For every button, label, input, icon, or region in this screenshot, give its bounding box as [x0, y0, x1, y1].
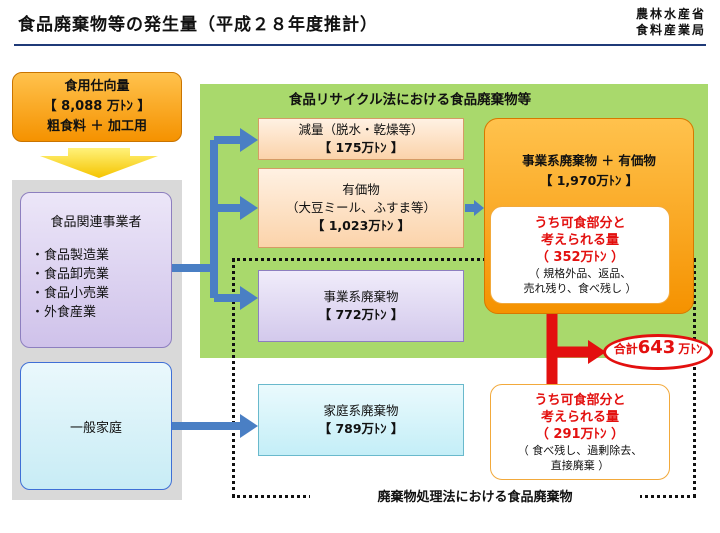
- recycle-law-label: 食品リサイクル法における食品廃棄物等: [288, 92, 532, 108]
- arrowhead-household-waste: [240, 414, 258, 438]
- total-prefix: 合計: [613, 342, 638, 356]
- reduction-amount: 【 175万ﾄﾝ 】: [318, 140, 404, 155]
- valuables-sub: （大豆ミール、ふすま等）: [285, 200, 436, 215]
- arrowhead-business-waste: [240, 286, 258, 310]
- food-business-box: 食品関連事業者 ・食品製造業 ・食品卸売業 ・食品小売業 ・外食産業: [20, 192, 172, 348]
- valuables-box: 有価物 （大豆ミール、ふすま等） 【 1,023万ﾄﾝ 】: [258, 168, 464, 248]
- household-label: 一般家庭: [69, 420, 122, 436]
- edible-household-line1: うち可食部分と: [534, 392, 626, 408]
- edible-business-note2: 売れ残り、食べ残し ）: [523, 281, 637, 295]
- household-box: 一般家庭: [20, 362, 172, 490]
- business-total-label: 事業系廃棄物 ＋ 有価物: [522, 153, 656, 168]
- food-business-item: ・外食産業: [31, 305, 97, 320]
- header-rule: [14, 44, 706, 46]
- food-use-detail: 粗食料 ＋ 加工用: [46, 119, 148, 134]
- edible-business-line1: うち可食部分と: [534, 215, 626, 231]
- household-waste-box: 家庭系廃棄物 【 789万ﾄﾝ 】: [258, 384, 464, 456]
- food-business-item: ・食品製造業: [31, 248, 110, 263]
- ministry-name: 農林水産省 食料産業局: [636, 6, 706, 38]
- edible-household-line2: 考えられる量: [540, 409, 619, 425]
- food-use-label: 食用仕向量: [64, 79, 130, 94]
- edible-household-amount: （ 291万ﾄﾝ ）: [535, 426, 625, 442]
- ministry-line-2: 食料産業局: [635, 23, 706, 37]
- business-waste-box: 事業系廃棄物 【 772万ﾄﾝ 】: [258, 270, 464, 342]
- arrowhead-to-business-total: [474, 200, 484, 216]
- valuables-label: 有価物: [342, 182, 380, 197]
- arrowhead-reduction: [240, 128, 258, 152]
- food-business-title: 食品関連事業者: [50, 215, 142, 230]
- edible-business-note1: （ 規格外品、返品、: [528, 266, 632, 280]
- edible-business-box: うち可食部分と 考えられる量 （ 352万ﾄﾝ ） （ 規格外品、返品、 売れ残…: [490, 206, 670, 304]
- waste-law-label: 廃棄物処理法における食品廃棄物: [310, 486, 640, 505]
- reduction-label: 減量（脱水・乾燥等）: [298, 122, 424, 137]
- food-business-item: ・食品小売業: [31, 286, 110, 301]
- arrowhead-valuables: [240, 196, 258, 220]
- red-arrowhead-total: [588, 340, 606, 364]
- page-title: 食品廃棄物等の発生量（平成２８年度推計）: [18, 15, 378, 35]
- business-waste-amount: 【 772万ﾄﾝ 】: [318, 307, 404, 322]
- down-arrow-icon: [40, 148, 158, 178]
- edible-business-line2: 考えられる量: [540, 232, 619, 248]
- household-waste-label: 家庭系廃棄物: [323, 403, 399, 418]
- reduction-box: 減量（脱水・乾燥等） 【 175万ﾄﾝ 】: [258, 118, 464, 160]
- total-unit: 万ﾄﾝ: [678, 342, 703, 356]
- edible-household-note1: （ 食べ残し、過剰除去、: [517, 443, 643, 457]
- household-waste-amount: 【 789万ﾄﾝ 】: [318, 421, 404, 436]
- edible-business-amount: （ 352万ﾄﾝ ）: [535, 249, 625, 265]
- business-waste-label: 事業系廃棄物: [323, 289, 399, 304]
- food-use-box: 食用仕向量 【 8,088 万ﾄﾝ 】 粗食料 ＋ 加工用: [12, 72, 182, 142]
- business-total-amount: 【 1,970万ﾄﾝ 】: [539, 173, 639, 188]
- valuables-amount: 【 1,023万ﾄﾝ 】: [311, 218, 411, 233]
- total-value: 643: [637, 337, 676, 358]
- ministry-line-1: 農林水産省: [635, 7, 706, 21]
- edible-household-note2: 直接廃棄 ）: [550, 458, 610, 472]
- edible-household-box: うち可食部分と 考えられる量 （ 291万ﾄﾝ ） （ 食べ残し、過剰除去、 直…: [490, 384, 670, 480]
- total-badge: 合計 643 万ﾄﾝ: [603, 334, 713, 370]
- food-business-item: ・食品卸売業: [31, 267, 110, 282]
- food-use-amount: 【 8,088 万ﾄﾝ 】: [43, 99, 151, 114]
